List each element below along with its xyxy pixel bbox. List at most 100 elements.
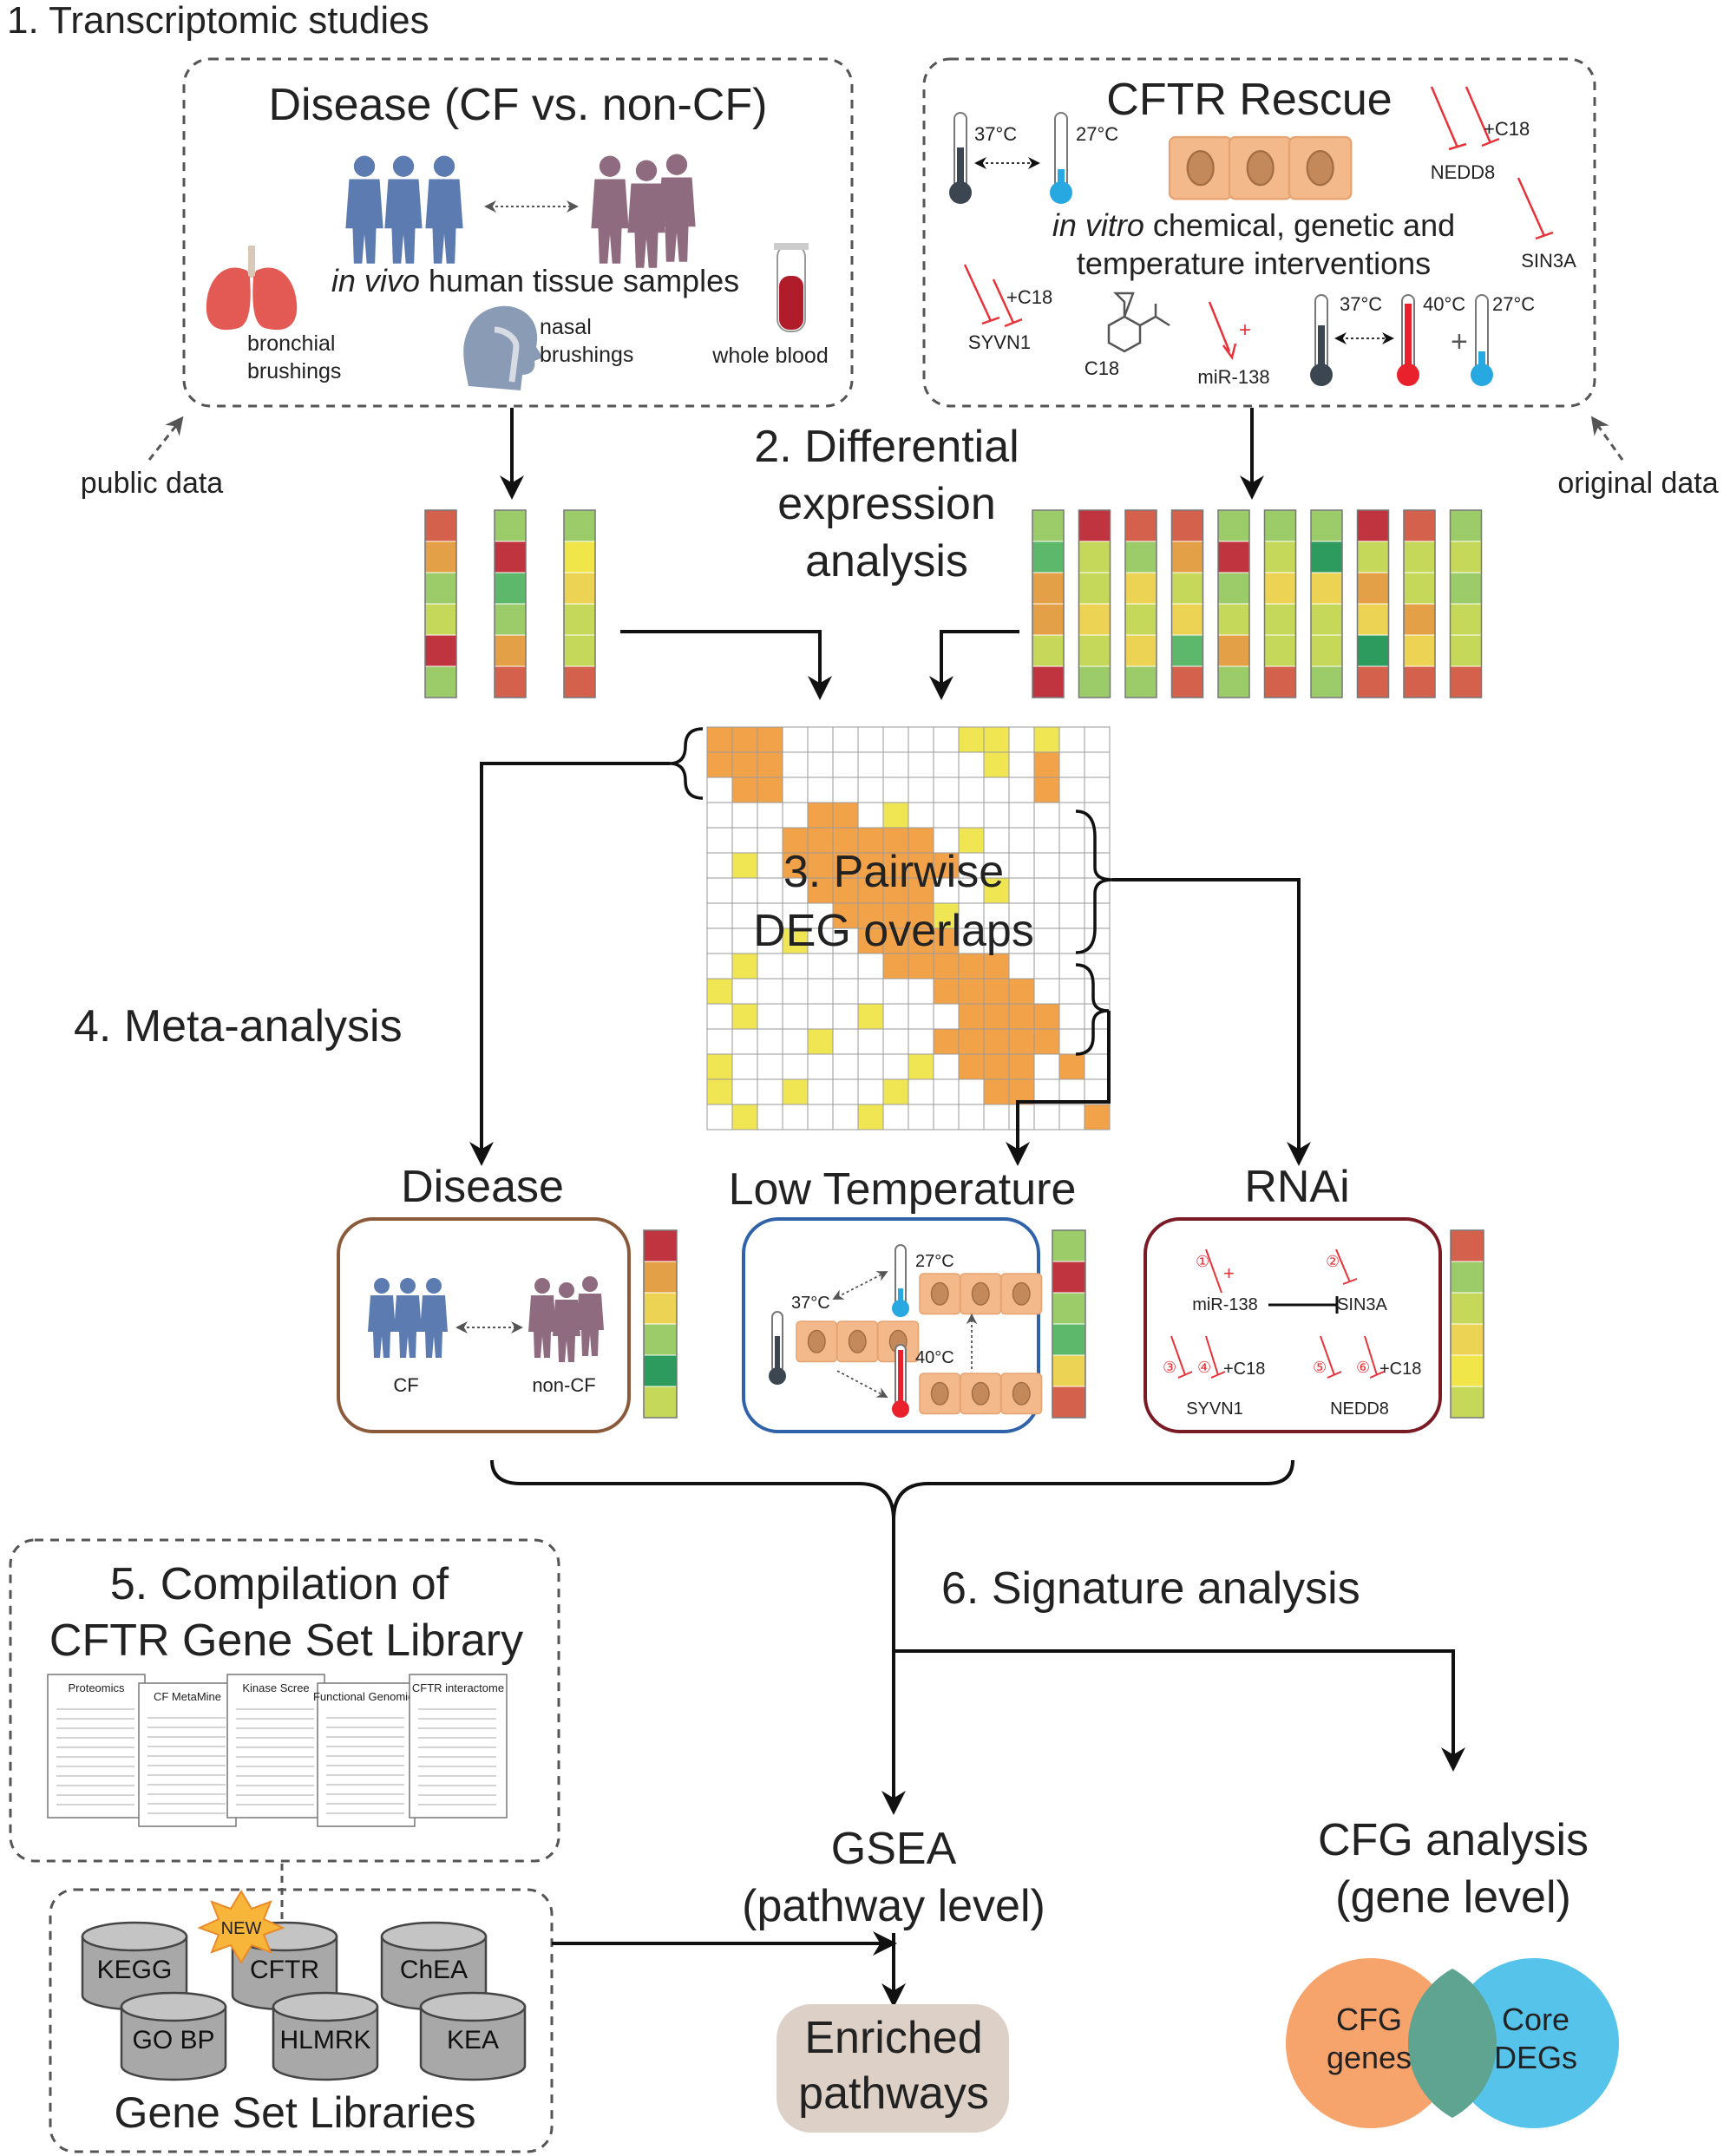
disease-heatmap-cell [494,541,527,573]
section3-title-1: 3. Pairwise [783,847,1004,897]
overlap-cell [933,953,960,980]
overlap-cell [782,1104,809,1130]
overlap-cell [757,927,783,954]
bronchial-label-2: brushings [247,359,341,383]
meta-rnai-heatmap-cell [1450,1386,1484,1419]
rnai-num-6: ⑥ [1356,1359,1370,1376]
enriched-pathways-box: Enriched pathways [777,2004,1009,2133]
overlap-cell [1033,902,1060,929]
rescue-heatmap-outline [1310,509,1343,698]
rescue-heatmap-cell [1310,541,1343,573]
meta-lowtemp-heatmap-cell [1052,1354,1086,1387]
overlap-cell [832,877,859,904]
rescue-heatmap-cell [1078,541,1111,573]
overlap-cell [958,1053,985,1080]
libraries-title: Gene Set Libraries [115,2088,476,2137]
rescue-syvn1-c18: +C18 [1006,286,1052,308]
overlap-cell [731,852,758,879]
cells-icon [1168,135,1353,200]
document-icon: Kinase Scree [226,1674,325,1819]
rescue-temp-37b: 37°C [1340,293,1382,315]
overlap-cell [1033,1104,1060,1130]
overlap-cell [731,777,758,803]
overlap-cell [1084,978,1111,1005]
overlap-cell [731,802,758,829]
overlap-cell [857,953,884,980]
overlap-cell [832,726,859,753]
overlap-cell [1008,751,1035,778]
rescue-heatmap-cell [1403,541,1436,573]
overlap-cell [731,1028,758,1055]
overlap-cell [1058,802,1085,829]
meta-disease-heatmap-cell [643,1292,678,1325]
overlap-cell [782,751,809,778]
overlap-cell [731,1104,758,1130]
overlap-cell [908,1053,934,1080]
overlap-cell [807,1028,834,1055]
overlap-cell [983,827,1010,854]
overlap-cell [731,751,758,778]
disease-heatmap-cell [424,634,457,667]
overlap-cell [908,953,934,980]
rescue-caption-2: temperature interventions [1077,246,1431,281]
overlap-cell [983,1104,1010,1130]
overlap-cell [1008,902,1035,929]
rescue-heatmap-cell [1078,603,1111,636]
overlap-cell [731,978,758,1005]
overlap-cell [832,751,859,778]
rescue-heatmap-cell [1171,541,1203,573]
rescue-plus: + [1451,325,1468,358]
disease-heatmap-cell [563,572,596,605]
rnai-syvn1-inhibit-a [1170,1335,1193,1379]
overlap-cell [706,1003,733,1030]
overlap-cell [706,1053,733,1080]
sin3a-inhibition-icon [1517,177,1554,240]
overlap-cell [908,1104,934,1130]
overlap-cell [1058,777,1085,803]
document-icon: CF MetaMine [138,1682,237,1827]
merge-bracket [490,1459,1294,1521]
rnai-syvn1-c18: +C18 [1223,1360,1265,1379]
overlap-cell [757,1053,783,1080]
overlap-cell [908,877,934,904]
library-cylinder: HLMRK [272,1991,379,2081]
overlap-cell [731,726,758,753]
overlap-cell [958,802,985,829]
overlap-cell [807,777,834,803]
overlap-cell [983,751,1010,778]
rescue-heatmap-outline [1170,509,1204,698]
rescue-heatmap-cell [1264,634,1296,667]
overlap-cell [832,852,859,879]
overlap-cell [983,1003,1010,1030]
overlap-cell [958,877,985,904]
rescue-heatmap-cell [1217,541,1250,573]
overlap-cell [933,1028,960,1055]
original-data-label: original data [1557,467,1718,500]
overlap-cell [706,751,733,778]
meta-lowtemp-heatmap-cell [1052,1292,1086,1325]
rescue-heatmap-cell [1124,603,1157,636]
overlap-cell [1058,1053,1085,1080]
rnai-num-4: ④ [1197,1359,1211,1376]
rescue-heatmap-cell [1264,541,1296,573]
overlap-cell [706,978,733,1005]
overlap-cell [1058,927,1085,954]
disease-heatmap-cell [563,509,596,542]
rescue-nedd8-c18: +C18 [1484,118,1530,140]
overlap-cell [1008,953,1035,980]
rescue-heatmap-outline [1403,509,1436,698]
disease-heatmap-cell [494,603,527,636]
rescue-heatmap-cell [1078,572,1111,605]
rnai-num-1: ① [1196,1253,1209,1270]
meta-rnai-heatmap-outline [1450,1229,1484,1419]
original-data-arrow [1590,416,1624,461]
meta-rnai-box: ① + miR-138 SIN3A ② ③ ④ +C18 SYVN1 ⑤ ⑥ +… [1144,1217,1442,1433]
meta-rnai-heatmap-cell [1450,1229,1484,1262]
overlap-cell [1008,1104,1035,1130]
overlap-cell [1033,953,1060,980]
overlap-cell [1033,1028,1060,1055]
syvn1-inhibition-icon [963,264,1023,328]
venn-core-label-1: Core [1502,2002,1569,2037]
overlap-cell [782,777,809,803]
rescue-heatmap-cell [1124,541,1157,573]
